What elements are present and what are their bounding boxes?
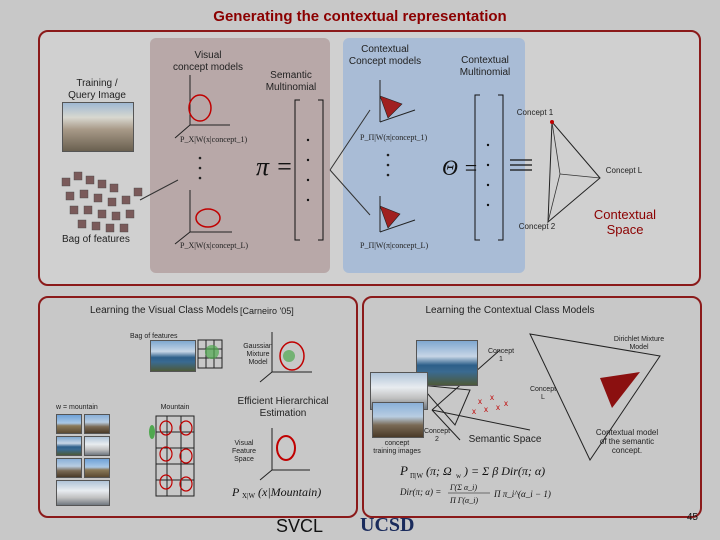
vertical-dots-visual: [198, 156, 202, 180]
svg-text:x: x: [504, 399, 508, 408]
contextual-simplex-bottom: [379, 196, 416, 233]
concept-training-image-3: [372, 402, 424, 438]
svg-text:x: x: [496, 403, 500, 412]
visual-concept-models-column: [150, 38, 330, 273]
svg-text:P_X|W(x|concept_L): P_X|W(x|concept_L): [180, 241, 248, 250]
mountain-thumb-1: [56, 414, 82, 434]
svg-text:w: w: [456, 472, 462, 480]
dirichlet-fill: [600, 372, 640, 408]
svg-text:Π π_i^(α_i − 1): Π π_i^(α_i − 1): [493, 489, 551, 499]
gmm-axes: [259, 332, 312, 383]
svg-text:X|W: X|W: [242, 492, 255, 500]
concept-l-small-label: Concept L: [529, 386, 557, 402]
contextual-concept-models-column: [343, 38, 525, 273]
svg-text:P_Π|W(π|concept_1): P_Π|W(π|concept_1): [360, 133, 428, 142]
mountain-thumb-4: [84, 436, 110, 456]
ucsd-logo: UCSD: [360, 514, 415, 536]
svg-text:x: x: [472, 407, 476, 416]
contextual-simplex-top-fill: [379, 95, 403, 119]
w-mountain-label: w = mountain: [56, 404, 98, 411]
semantic-multinomial-label: Semantic Multinomial: [265, 70, 317, 93]
mountain-thumb-5: [56, 458, 82, 478]
vertical-dots-contextual: [386, 153, 390, 177]
query-image: [62, 102, 134, 152]
semantic-space-label: Semantic Space: [468, 434, 542, 445]
contextual-model-label: Contextual model of the semantic concept…: [595, 428, 659, 456]
svg-text:Γ(Σ α_i): Γ(Σ α_i): [449, 483, 477, 492]
svcl-logo: SVCL: [276, 516, 324, 536]
svg-text:π =: π =: [256, 152, 293, 181]
svg-text:P_X|W(x|concept_1): P_X|W(x|concept_1): [180, 135, 248, 144]
svg-text:P: P: [399, 463, 408, 478]
svg-text:Dir(π; α) =: Dir(π; α) =: [399, 487, 441, 497]
visual-model-axes-top: [174, 75, 230, 139]
bag-of-features-label: Bag of features: [62, 234, 130, 245]
concept-2-small-label: Concept 2: [423, 428, 451, 444]
equivalence-sign: [510, 159, 532, 171]
svg-text:Θ =: Θ =: [442, 155, 478, 180]
mountain-feature-grid: [155, 415, 195, 497]
visual-class-heading: Learning the Visual Class Models: [90, 305, 239, 316]
training-query-label: Training / Query Image: [68, 78, 126, 101]
contextual-class-models-panel: [362, 296, 702, 518]
contextual-space-simplex: [547, 120, 601, 224]
mountain-thumb-6: [84, 458, 110, 478]
dirichlet-label: Dirichlet Mixture Model: [613, 336, 665, 352]
concept-1-label: Concept 1: [516, 108, 554, 117]
svg-text:x: x: [490, 393, 494, 402]
concept-l-label: Concept L: [605, 166, 643, 175]
mountain-thumb-3: [56, 436, 82, 456]
semantic-space-axis-1: [431, 409, 531, 431]
mountain-thumb-7: [56, 480, 110, 506]
contextual-space-label: Contextual Space: [593, 207, 657, 237]
concept-1-small-label: Concept 1: [487, 348, 515, 364]
contextual-class-heading: Learning the Contextual Class Models: [425, 305, 595, 316]
gmm-cluster: [205, 345, 219, 359]
contextual-concept-models-label: Contextual Concept models: [348, 44, 422, 67]
contextual-simplex-top: [379, 80, 416, 123]
contextual-multinomial-label: Contextual Multinomial: [459, 55, 511, 78]
page-title: Generating the contextual representation: [213, 8, 507, 25]
mountain-thumb-2: [84, 414, 110, 434]
svg-text:Π|W: Π|W: [410, 472, 423, 480]
visual-concept-models-label: Visual concept models: [172, 50, 244, 73]
svg-text:(x|Mountain): (x|Mountain): [258, 485, 321, 499]
gmm-example-image: [150, 340, 196, 372]
gmm-label: Gaussian Mixture Model: [243, 343, 273, 367]
contextual-simplex-bottom-fill: [379, 205, 401, 229]
visual-feature-space-label: Visual Feature Space: [231, 440, 257, 464]
svg-text:P: P: [231, 485, 240, 499]
dirichlet-simplex: [529, 333, 661, 462]
svg-text:P_Π|W(π|concept_L): P_Π|W(π|concept_L): [360, 241, 428, 250]
training-images-label: concept training images: [373, 440, 421, 456]
svg-text:x: x: [478, 397, 482, 406]
svg-text:) = Σ β Dir(π; α): ) = Σ β Dir(π; α): [463, 464, 545, 478]
page-number: 45: [686, 512, 698, 523]
svg-text:(π; Ω: (π; Ω: [426, 464, 452, 478]
bag-of-features-patches: [61, 171, 143, 233]
visual-model-axes-bottom: [174, 190, 232, 245]
svg-text:Π Γ(α_i): Π Γ(α_i): [449, 496, 478, 505]
carneiro-citation: [Carneiro '05]: [240, 306, 294, 316]
efficient-estimation-label: Efficient Hierarchical Estimation: [237, 396, 329, 419]
gmm-ellipse-bottom: [195, 208, 221, 228]
visual-class-models-panel: [38, 296, 358, 518]
gmm-ellipse-top: [188, 94, 212, 122]
concept-training-image-1: [416, 340, 478, 386]
mountain-label: Mountain: [160, 404, 190, 411]
visual-feature-axes: [259, 428, 310, 481]
bag-of-features-small-label: Bag of features: [130, 333, 178, 340]
bag-to-models-arrow: [139, 179, 179, 201]
concept-2-label: Concept 2: [518, 222, 556, 231]
svg-text:x: x: [484, 405, 488, 414]
